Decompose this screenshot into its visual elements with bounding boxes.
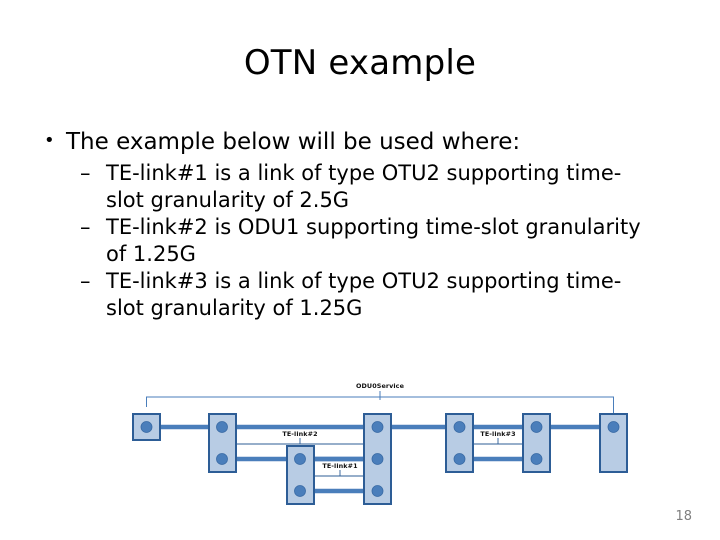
network-node-2[interactable] — [208, 413, 237, 473]
network-node-7[interactable] — [599, 413, 628, 473]
dash-marker: – — [80, 161, 91, 186]
bullet-line: slot granularity of 2.5G — [106, 187, 350, 212]
te-link-2-label: TE-link#2 — [282, 430, 317, 438]
page-number: 18 — [675, 509, 692, 524]
network-node-3[interactable] — [286, 445, 315, 505]
te-link-1-label: TE-link#1 — [322, 462, 357, 470]
bullet-line: TE-link#2 is ODU1 supporting time-slot g… — [106, 215, 641, 240]
network-diagram: ODU0Service TE-link#2 — [0, 380, 720, 510]
network-node-5[interactable] — [445, 413, 474, 473]
bullet-level1: • The example below will be used where: — [36, 128, 696, 157]
bullet-level2-te-link-1: – TE-link#1 is a link of type OTU2 suppo… — [36, 160, 696, 213]
odu0-service-bracket — [146, 391, 614, 424]
network-node-6[interactable] — [522, 413, 551, 473]
page-title: OTN example — [243, 43, 477, 83]
bullet-level1-text: The example below will be used where: — [66, 129, 521, 155]
network-node-1[interactable] — [132, 413, 161, 441]
slide-body: • The example below will be used where: … — [36, 128, 696, 321]
te-link-3-label: TE-link#3 — [480, 430, 515, 438]
network-diagram-svg: ODU0Service TE-link#2 — [132, 382, 628, 505]
bullet-level2-te-link-2: – TE-link#2 is ODU1 supporting time-slot… — [36, 214, 696, 267]
odu0-service-label: ODU0Service — [356, 382, 405, 390]
bullet-line: slot granularity of 1.25G — [106, 295, 363, 320]
dash-marker: – — [80, 215, 91, 240]
bullet-marker: • — [44, 130, 55, 151]
dash-marker: – — [80, 269, 91, 294]
bullet-line: TE-link#3 is a link of type OTU2 support… — [106, 269, 622, 294]
bullet-line: TE-link#1 is a link of type OTU2 support… — [106, 161, 622, 186]
bullet-line: of 1.25G — [106, 241, 196, 266]
network-node-4[interactable] — [363, 413, 392, 505]
bullet-level2-te-link-3: – TE-link#3 is a link of type OTU2 suppo… — [36, 268, 696, 321]
